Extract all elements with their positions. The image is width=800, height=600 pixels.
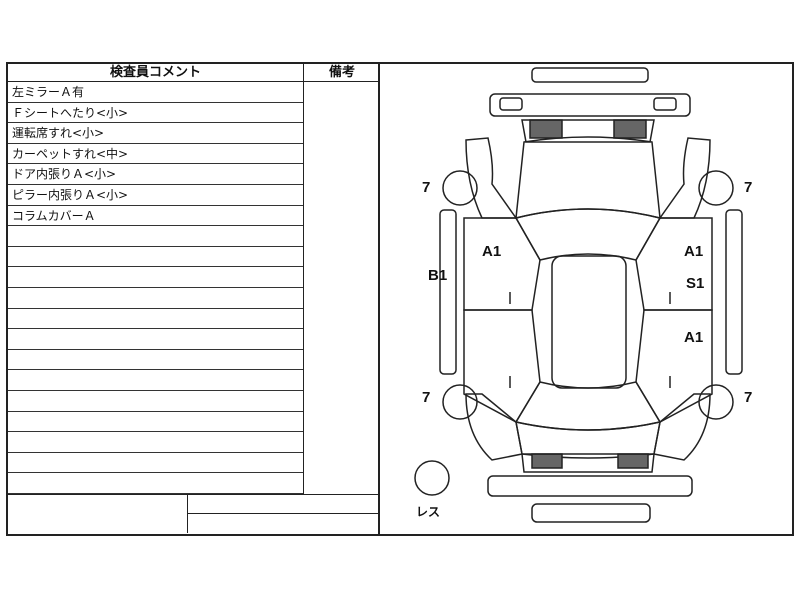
mark-tire-front-left: 7 (422, 179, 430, 196)
comment-row (8, 453, 303, 474)
car-outline-svg: 7 7 7 7 A1 A1 B1 S1 A1 レス (414, 67, 752, 523)
remarks-column-header: 備考 (328, 65, 355, 80)
tire-front-right (698, 170, 734, 206)
rear-door-left (463, 309, 541, 423)
mark-tire-rear-right: 7 (744, 389, 752, 406)
rear-panel (521, 453, 655, 473)
comment-column-header: 検査員コメント (8, 64, 304, 82)
vehicle-damage-diagram: 7 7 7 7 A1 A1 B1 S1 A1 レス (382, 64, 792, 534)
rear-valance (531, 503, 651, 523)
table-header: 検査員コメント 備考 (8, 64, 380, 82)
remarks-column (304, 82, 380, 494)
footer-cell (8, 495, 188, 533)
comment-row (8, 247, 303, 268)
rear-window (514, 381, 662, 431)
front-bumper (531, 67, 649, 83)
comment-row (8, 309, 303, 330)
footer-cells (8, 494, 380, 534)
tire-front-left (442, 170, 478, 206)
headlight-right (613, 119, 647, 139)
front-door-left (463, 217, 541, 311)
comment-row: カーペットすれ<中> (8, 144, 303, 165)
rear-bumper (487, 475, 693, 497)
rear-fender-left (465, 393, 523, 461)
roof (551, 255, 627, 389)
mark-spare-tire: レス (416, 505, 440, 519)
mark-front-left-door: A1 (482, 243, 501, 260)
rear-fender-right (653, 393, 711, 461)
comment-row (8, 288, 303, 309)
comment-row (8, 412, 303, 433)
comment-row: コラムカバーＡ (8, 206, 303, 227)
comment-row (8, 432, 303, 453)
sill-left (439, 209, 457, 375)
comment-row: 運転席すれ<小> (8, 123, 303, 144)
comment-row (8, 350, 303, 371)
tail-light-left (531, 453, 563, 469)
windshield (514, 208, 662, 261)
comment-row: Ｆシートへたり<小> (8, 103, 303, 124)
tail-light-right (617, 453, 649, 469)
headlight-left (529, 119, 563, 139)
comment-row: ピラー内張りＡ<小> (8, 185, 303, 206)
comment-row: 左ミラーＡ有 (8, 82, 303, 103)
comment-row (8, 329, 303, 350)
sill-right (725, 209, 743, 375)
comment-row (8, 391, 303, 412)
comment-row (8, 473, 303, 494)
comment-row (8, 226, 303, 247)
front-door-right (635, 217, 713, 311)
tire-rear-right (698, 384, 734, 420)
front-grille (489, 93, 691, 117)
trunk-lid (515, 421, 661, 459)
front-grille-slot-left (499, 97, 523, 111)
mark-left-sill: B1 (428, 267, 447, 284)
front-grille-slot-right (653, 97, 677, 111)
mark-tire-rear-left: 7 (422, 389, 430, 406)
rear-door-right (635, 309, 713, 423)
hood (515, 136, 661, 219)
footer-cell (188, 495, 380, 514)
mark-rear-right-door: A1 (684, 329, 703, 346)
comment-row: ドア内張りＡ<小> (8, 164, 303, 185)
mark-tire-front-right: 7 (744, 179, 752, 196)
mark-right-door-mid: S1 (686, 275, 704, 292)
spare-tire (414, 460, 450, 496)
mark-front-right-door: A1 (684, 243, 703, 260)
comment-row (8, 370, 303, 391)
tire-rear-left (442, 384, 478, 420)
comment-row (8, 267, 303, 288)
